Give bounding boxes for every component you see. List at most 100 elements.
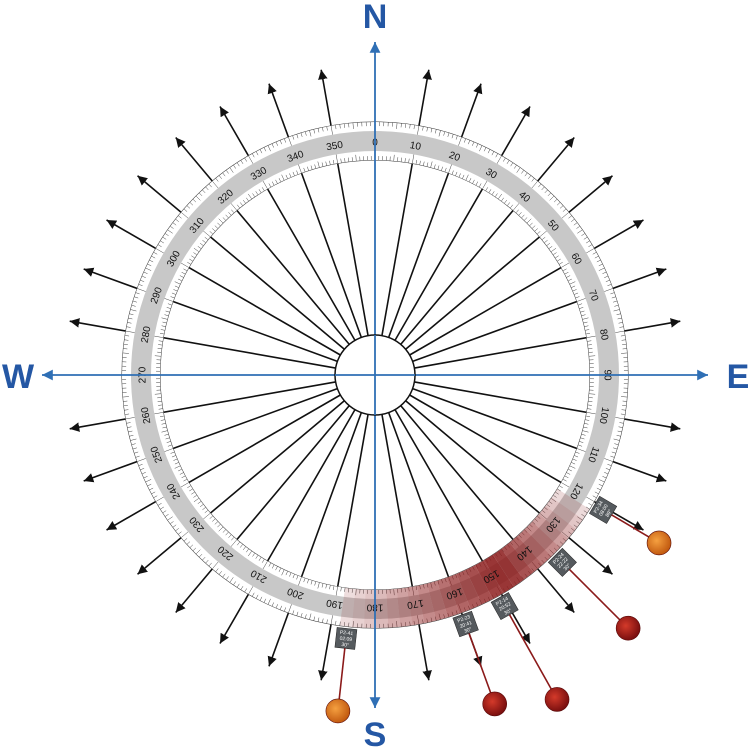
- highlight-segment: [363, 589, 377, 628]
- moon-icon: [325, 698, 351, 724]
- ray-220: [175, 405, 350, 613]
- highlight-segment: [406, 585, 425, 626]
- marker-tag-line: 30°: [463, 626, 472, 634]
- degree-label-260: 260: [140, 406, 154, 425]
- ray-300: [106, 219, 341, 356]
- marker-tag-line: P2-41: [340, 630, 354, 637]
- south-label: S: [364, 716, 387, 750]
- marker-tag-line: 30°: [563, 563, 573, 573]
- highlight-segment: [416, 583, 437, 624]
- ray-80: [414, 318, 681, 369]
- marker-tag-line: 08:00: [598, 503, 610, 517]
- highlight-segment: [551, 488, 590, 520]
- marker-tag-line: 20:52: [498, 601, 512, 612]
- marker-tag-line: 30°: [341, 642, 349, 649]
- ray-340: [267, 83, 363, 338]
- west-label: W: [2, 358, 35, 396]
- highlight-segment: [484, 554, 514, 593]
- degree-label-30: 30: [483, 167, 499, 182]
- marker-pointer: [508, 614, 558, 700]
- degree-label-100: 100: [597, 406, 611, 425]
- ray-240: [106, 394, 341, 531]
- highlight-segment: [539, 505, 576, 539]
- ray-210: [219, 409, 356, 644]
- ray-170: [381, 414, 432, 681]
- degree-label-70: 70: [586, 289, 600, 304]
- ray-130: [405, 400, 613, 575]
- degree-label-110: 110: [585, 445, 601, 464]
- ray-30: [394, 106, 531, 341]
- degree-label-290: 290: [149, 286, 165, 306]
- ray-320: [175, 137, 350, 345]
- north-label: N: [363, 0, 388, 36]
- degree-label-10: 10: [409, 140, 422, 153]
- marker-tag-line: 20:41: [459, 620, 473, 630]
- highlight-segment: [436, 577, 460, 618]
- moon-icon: [615, 615, 641, 641]
- marker-tag-line: P2-23: [457, 614, 472, 624]
- highlight-segment: [339, 587, 356, 627]
- ray-280: [69, 318, 336, 369]
- degree-label-20: 20: [447, 150, 462, 164]
- marker-pointer: [568, 568, 629, 629]
- moon-icon: [482, 691, 508, 717]
- highlight-arc: [339, 488, 590, 628]
- center-hub: [334, 334, 416, 416]
- degree-label-350: 350: [326, 140, 345, 154]
- highlight-segment: [545, 497, 583, 530]
- ray-110: [412, 387, 667, 483]
- highlight-segment: [396, 587, 413, 627]
- marker-tag-line: 30°: [503, 608, 513, 617]
- ray-10: [381, 69, 432, 336]
- degree-label-190: 190: [325, 597, 344, 611]
- ray-350: [318, 69, 369, 336]
- ray-290: [83, 267, 338, 363]
- degree-label-60: 60: [568, 251, 583, 267]
- highlight-segment: [386, 588, 401, 628]
- marker-tag-line: 02:09: [339, 636, 352, 643]
- degree-label-160: 160: [444, 585, 464, 601]
- ray-250: [83, 387, 338, 483]
- highlight-segment: [509, 536, 543, 573]
- marker-tag-line: 89°: [605, 509, 614, 519]
- degree-label-250: 250: [149, 444, 165, 464]
- highlight-segment: [492, 548, 524, 587]
- moon-icon: [544, 687, 570, 712]
- highlight-segment: [427, 580, 448, 621]
- east-label: E: [727, 358, 750, 396]
- ray-20: [387, 83, 483, 338]
- moon-icon: [646, 530, 672, 556]
- ray-40: [400, 137, 575, 345]
- ray-230: [137, 400, 345, 575]
- ray-190: [318, 414, 369, 681]
- marker-tag-line: P2-14: [495, 596, 510, 608]
- ray-70: [412, 267, 667, 363]
- highlight-segment: [456, 569, 482, 610]
- degree-label-340: 340: [286, 149, 306, 165]
- ray-310: [137, 175, 345, 350]
- cardinal-axes: [42, 42, 708, 708]
- ray-200: [267, 412, 363, 667]
- highlight-segment: [465, 565, 493, 605]
- highlight-segment: [532, 513, 569, 548]
- highlight-segment: [517, 529, 552, 565]
- degree-label-280: 280: [140, 325, 154, 344]
- ray-140: [400, 405, 575, 613]
- degree-label-170: 170: [406, 597, 425, 611]
- ray-330: [219, 106, 356, 341]
- highlight-segment: [351, 589, 366, 628]
- highlight-segment: [501, 542, 534, 580]
- degree-label-200: 200: [286, 585, 306, 601]
- degree-label-80: 80: [597, 328, 610, 341]
- highlight-segment: [446, 573, 471, 614]
- highlight-segment: [375, 589, 389, 628]
- ray-100: [414, 381, 681, 432]
